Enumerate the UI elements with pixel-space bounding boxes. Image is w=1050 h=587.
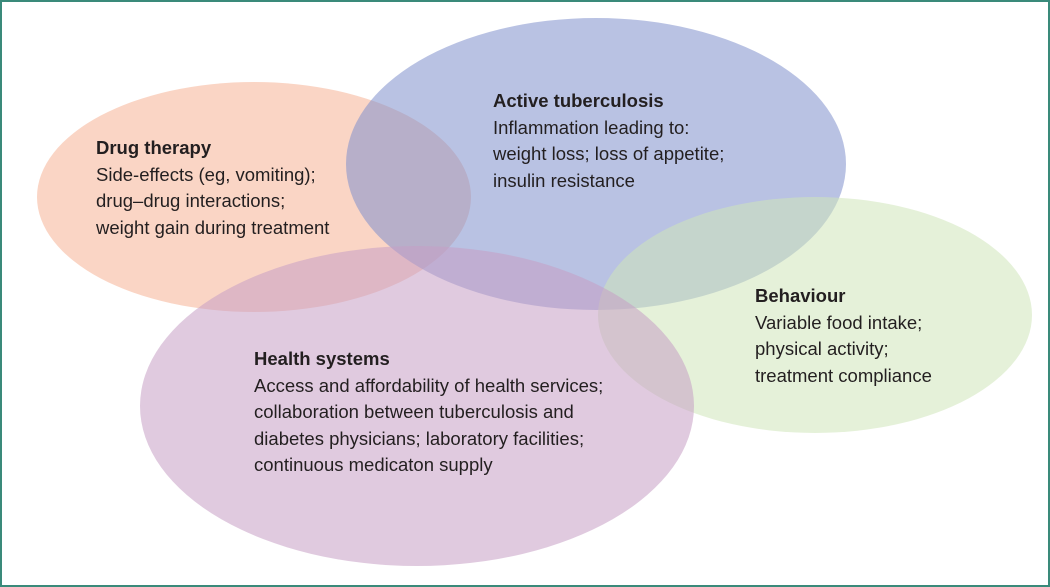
- health-systems-line: diabetes physicians; laboratory faciliti…: [254, 427, 585, 449]
- active-tuberculosis-line: insulin resistance: [493, 169, 635, 191]
- active-tuberculosis-title: Active tuberculosis: [493, 90, 664, 111]
- active-tuberculosis-line: Inflammation leading to:: [493, 116, 690, 138]
- drug-therapy-label: Drug therapy Side-effects (eg, vomiting)…: [96, 135, 329, 241]
- health-systems-ellipse: [140, 246, 694, 566]
- behaviour-line: physical activity;: [755, 338, 889, 359]
- health-systems-line: continuous medicaton supply: [254, 454, 493, 475]
- health-systems-label: Health systems Access and affordability …: [254, 346, 603, 479]
- behaviour-title: Behaviour: [755, 285, 846, 306]
- health-systems-line: Access and affordability of health servi…: [254, 374, 604, 396]
- drug-therapy-line: weight gain during treatment: [96, 216, 330, 238]
- behaviour-label: Behaviour Variable food intake; physical…: [755, 283, 932, 389]
- active-tuberculosis-label: Active tuberculosis Inflammation leading…: [493, 88, 724, 194]
- drug-therapy-title: Drug therapy: [96, 137, 212, 158]
- drug-therapy-line: Side-effects (eg, vomiting);: [96, 163, 316, 185]
- health-systems-line: collaboration between tuberculosis and: [254, 401, 574, 422]
- health-systems-title: Health systems: [254, 348, 390, 369]
- behaviour-ellipse: [598, 197, 1032, 433]
- drug-therapy-line: drug–drug interactions;: [96, 190, 286, 211]
- behaviour-line: treatment compliance: [755, 364, 932, 386]
- active-tuberculosis-line: weight loss; loss of appetite;: [493, 143, 725, 164]
- behaviour-line: Variable food intake;: [755, 311, 923, 333]
